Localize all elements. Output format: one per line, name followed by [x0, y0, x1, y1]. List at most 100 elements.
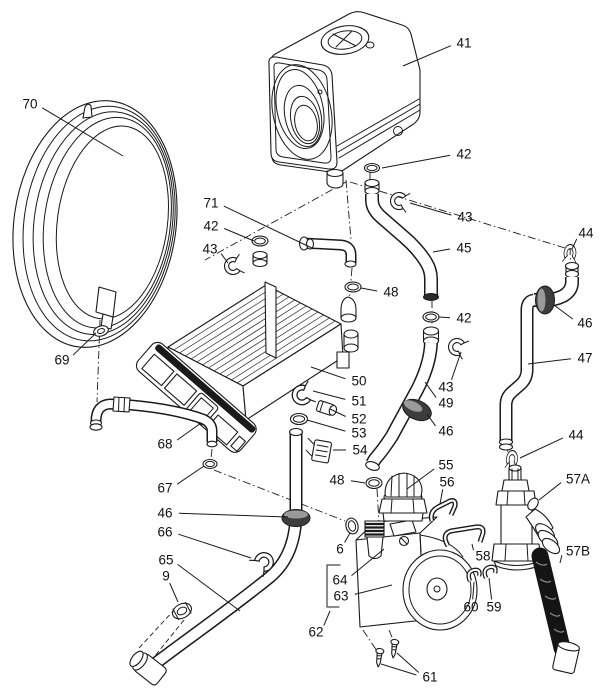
leader-line-55 — [406, 468, 435, 490]
leader-line-67 — [176, 465, 205, 485]
leader-line-44 — [519, 437, 564, 459]
leader-line-43 — [409, 202, 452, 216]
callout-42: 42 — [456, 311, 471, 326]
retaining-clip-43-mid — [445, 334, 470, 360]
leader-line-48 — [360, 287, 378, 292]
pump-head-cap-55 — [378, 472, 428, 522]
callout-71: 71 — [203, 196, 218, 211]
bracket-58 — [442, 524, 486, 548]
leader-line-62 — [323, 610, 331, 626]
clip-60 — [466, 567, 482, 582]
pipe-68 — [89, 396, 218, 448]
leader-line-68 — [176, 422, 202, 441]
leader-line-46 — [553, 304, 574, 320]
oring-42-left — [251, 235, 269, 247]
callout-65: 65 — [158, 553, 173, 568]
callout-9: 9 — [162, 569, 170, 584]
elbow-46-right — [534, 275, 579, 315]
callout-50: 50 — [351, 374, 366, 389]
callout-44: 44 — [568, 428, 584, 443]
wire-clip-56 — [428, 498, 458, 522]
callout-48: 48 — [329, 473, 344, 488]
leader-line-46 — [426, 413, 436, 427]
callout-44: 44 — [578, 226, 594, 241]
grommet-46-left — [281, 509, 311, 527]
oring-53 — [289, 412, 309, 426]
oring-42-mid — [422, 311, 440, 323]
vessel-connection-tab — [95, 286, 117, 318]
pipe-65-end-fitting — [129, 650, 167, 686]
pushfit-fitting — [422, 326, 440, 346]
callout-62: 62 — [308, 625, 323, 640]
leader-line-42 — [381, 154, 451, 169]
leader-line-52 — [329, 408, 346, 417]
oring-42-top — [363, 162, 381, 174]
collar-fitting — [364, 178, 380, 196]
callout-56: 56 — [439, 475, 454, 490]
callout-70: 70 — [22, 97, 37, 112]
leader-line-65 — [177, 563, 241, 612]
callout-53: 53 — [351, 426, 366, 441]
pipe-71 — [298, 236, 357, 268]
leader-line-42 — [224, 228, 255, 242]
pump-assembly — [326, 472, 498, 668]
callout-55: 55 — [438, 458, 453, 473]
pipe-49 — [365, 342, 438, 471]
screw-61-a — [375, 647, 385, 668]
leader-line-43 — [451, 351, 462, 381]
leader-line-50 — [310, 366, 346, 380]
housing — [268, 11, 421, 189]
callout-46: 46 — [157, 506, 172, 521]
retaining-clip-43-left — [221, 253, 245, 278]
leader-line-69 — [72, 332, 97, 356]
leader-line-63 — [354, 584, 393, 595]
exchanger-stub-top — [340, 296, 357, 319]
oring-48-lower — [365, 476, 383, 490]
heat-exchanger — [135, 281, 359, 453]
leader-line-45 — [432, 248, 451, 253]
leader-line-44 — [571, 238, 578, 250]
callout-64: 64 — [332, 573, 348, 588]
vessel-air-valve — [82, 103, 93, 119]
grommet-46-right — [535, 285, 555, 315]
callout-58: 58 — [475, 549, 490, 564]
leader-line-46 — [178, 512, 289, 518]
pipe-65 — [129, 427, 311, 686]
pressure-relief-valve-57A — [491, 464, 561, 571]
terminal-box — [389, 519, 417, 547]
expansion-vessel — [12, 100, 178, 348]
exchanger-end-plate — [264, 281, 277, 359]
callout-51: 51 — [351, 394, 366, 409]
callout-43: 43 — [457, 210, 472, 225]
leader-line-6 — [344, 532, 351, 543]
collar-left — [252, 250, 268, 268]
leader-line-71 — [223, 205, 315, 250]
callout-48: 48 — [383, 285, 398, 300]
leader-line-48 — [350, 480, 366, 484]
pipe-45 — [365, 193, 439, 301]
callout-43: 43 — [202, 242, 217, 257]
leader-line-41 — [402, 45, 452, 67]
leader-line-66 — [178, 533, 252, 559]
callout-47: 47 — [577, 351, 592, 366]
callout-6: 6 — [336, 542, 344, 557]
callout-52: 52 — [351, 412, 366, 427]
oring-6 — [345, 517, 359, 535]
leader-line-56 — [439, 489, 444, 505]
leader-line-59 — [488, 577, 493, 600]
callout-45: 45 — [456, 241, 471, 256]
bracket-54 — [305, 437, 333, 464]
callout-68: 68 — [157, 437, 172, 452]
callout-43: 43 — [438, 380, 453, 395]
exchanger-stub-lower — [343, 329, 359, 353]
leader-line-64 — [351, 548, 385, 576]
oring-48-top — [344, 281, 362, 293]
flexible-hose-57B — [531, 547, 581, 675]
leader-line-42 — [438, 316, 451, 319]
screw-61-b — [390, 638, 400, 659]
grommet-46-mid — [402, 398, 432, 422]
leader-line-57A — [538, 482, 562, 501]
